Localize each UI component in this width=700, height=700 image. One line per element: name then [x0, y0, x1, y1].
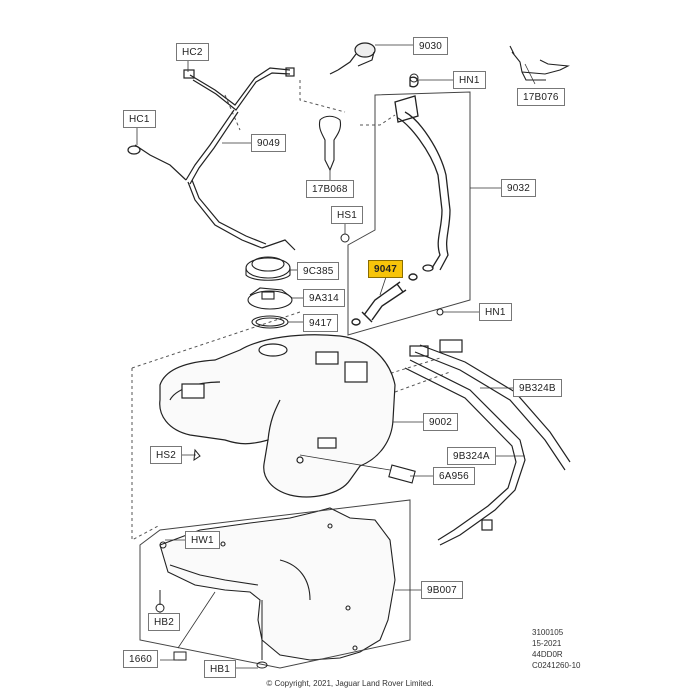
reference-codes: 3100105 15-2021 44DD0R C0241260-10 [532, 627, 580, 671]
ref-code-1: 3100105 [532, 628, 564, 637]
callout-hn1-top[interactable]: HN1 [453, 71, 486, 89]
callout-hb1[interactable]: HB1 [204, 660, 237, 678]
callout-9002[interactable]: 9002 [423, 413, 459, 431]
callout-9b324b[interactable]: 9B324B [513, 379, 562, 397]
fuel-cap-9030 [329, 42, 376, 75]
callout-hn1-bottom[interactable]: HN1 [479, 303, 512, 321]
callout-9030[interactable]: 9030 [413, 37, 449, 55]
callout-9b007[interactable]: 9B007 [421, 581, 463, 599]
part-17b068 [318, 115, 342, 172]
callout-hs1[interactable]: HS1 [331, 206, 364, 224]
leader-lines [136, 44, 536, 669]
callout-6a956[interactable]: 6A956 [433, 467, 475, 485]
filler-pipe-9032 [394, 76, 451, 272]
callout-17b068[interactable]: 17B068 [306, 180, 354, 198]
callout-17b076[interactable]: 17B076 [517, 88, 565, 106]
callout-9b324a[interactable]: 9B324A [447, 447, 496, 465]
callout-9a314[interactable]: 9A314 [303, 289, 345, 307]
callout-9417[interactable]: 9417 [303, 314, 339, 332]
clip-17b076 [509, 45, 570, 81]
hose-9047 [351, 273, 418, 326]
callout-hb2[interactable]: HB2 [148, 613, 181, 631]
callout-9c385[interactable]: 9C385 [297, 262, 340, 280]
callout-9047[interactable]: 9047 [368, 260, 404, 278]
callout-1660[interactable]: 1660 [123, 650, 159, 668]
fuel-tank-9002 [159, 334, 396, 498]
pump-module-assembly [245, 256, 293, 329]
callout-hc2[interactable]: HC2 [176, 43, 209, 61]
callout-hw1[interactable]: HW1 [185, 531, 220, 549]
fuel-lines-9b324 [404, 339, 571, 546]
callout-hc1[interactable]: HC1 [123, 110, 156, 128]
callout-9049[interactable]: 9049 [251, 134, 287, 152]
copyright-text: © Copyright, 2021, Jaguar Land Rover Lim… [266, 679, 434, 688]
heat-shield-frame [139, 499, 411, 669]
ref-code-3: 44DD0R [532, 650, 563, 659]
ref-code-2: 15-2021 [532, 639, 562, 648]
filler-assembly-frame [347, 91, 471, 336]
vent-tube-9049 [127, 67, 296, 251]
pad-6a956 [388, 464, 416, 484]
callout-hs2[interactable]: HS2 [150, 446, 183, 464]
callout-9032[interactable]: 9032 [501, 179, 537, 197]
ref-code-4: C0241260-10 [532, 661, 581, 670]
